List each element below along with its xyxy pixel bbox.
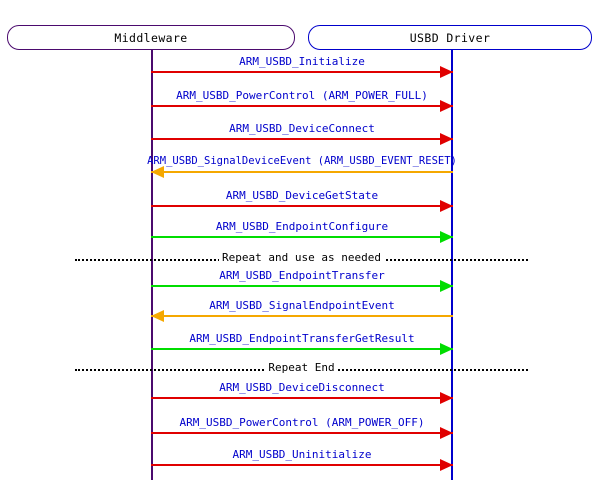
- message-line: [151, 138, 453, 140]
- message-label: ARM_USBD_SignalDeviceEvent (ARM_USBD_EVE…: [147, 155, 457, 167]
- lifeline-usbd-driver: [451, 50, 453, 480]
- message-line: [151, 397, 453, 399]
- actor-box-usbd-driver: USBD Driver: [308, 25, 592, 50]
- message-line: [151, 315, 453, 317]
- message-line: [151, 236, 453, 238]
- arrowhead-icon: [440, 343, 453, 355]
- actor-box-middleware: Middleware: [7, 25, 295, 50]
- arrowhead-icon: [440, 280, 453, 292]
- message-label: ARM_USBD_EndpointTransferGetResult: [189, 332, 415, 345]
- message-label: ARM_USBD_Uninitialize: [232, 448, 372, 461]
- message-line: [151, 432, 453, 434]
- arrowhead-icon: [440, 427, 453, 439]
- arrowhead-icon: [151, 310, 164, 322]
- message-label: ARM_USBD_PowerControl (ARM_POWER_OFF): [179, 416, 425, 429]
- actor-label-middleware: Middleware: [114, 30, 188, 45]
- arrowhead-icon: [440, 459, 453, 471]
- message-label: ARM_USBD_DeviceConnect: [229, 122, 375, 135]
- message-line: [151, 205, 453, 207]
- message-line: [151, 285, 453, 287]
- message-label: ARM_USBD_Initialize: [239, 55, 365, 68]
- actor-label-usbd-driver: USBD Driver: [409, 30, 491, 45]
- message-line: [151, 171, 453, 173]
- message-label: ARM_USBD_PowerControl (ARM_POWER_FULL): [176, 89, 428, 102]
- arrowhead-icon: [151, 166, 164, 178]
- message-label: ARM_USBD_EndpointTransfer: [219, 269, 385, 282]
- arrowhead-icon: [440, 100, 453, 112]
- divider-label-text: Repeat End: [265, 361, 338, 374]
- message-line: [151, 105, 453, 107]
- message-line: [151, 464, 453, 466]
- arrowhead-icon: [440, 133, 453, 145]
- message-line: [151, 348, 453, 350]
- arrowhead-icon: [440, 200, 453, 212]
- message-line: [151, 71, 453, 73]
- arrowhead-icon: [440, 66, 453, 78]
- arrowhead-icon: [440, 392, 453, 404]
- divider-label: Repeat End: [75, 361, 528, 375]
- message-label: ARM_USBD_DeviceDisconnect: [219, 381, 385, 394]
- message-label: ARM_USBD_DeviceGetState: [225, 189, 379, 202]
- message-label: ARM_USBD_SignalEndpointEvent: [209, 299, 395, 312]
- message-label: ARM_USBD_EndpointConfigure: [215, 220, 389, 233]
- divider-label: Repeat and use as needed: [75, 251, 528, 265]
- arrowhead-icon: [440, 231, 453, 243]
- divider-label-text: Repeat and use as needed: [219, 251, 384, 264]
- lifeline-middleware: [151, 50, 153, 480]
